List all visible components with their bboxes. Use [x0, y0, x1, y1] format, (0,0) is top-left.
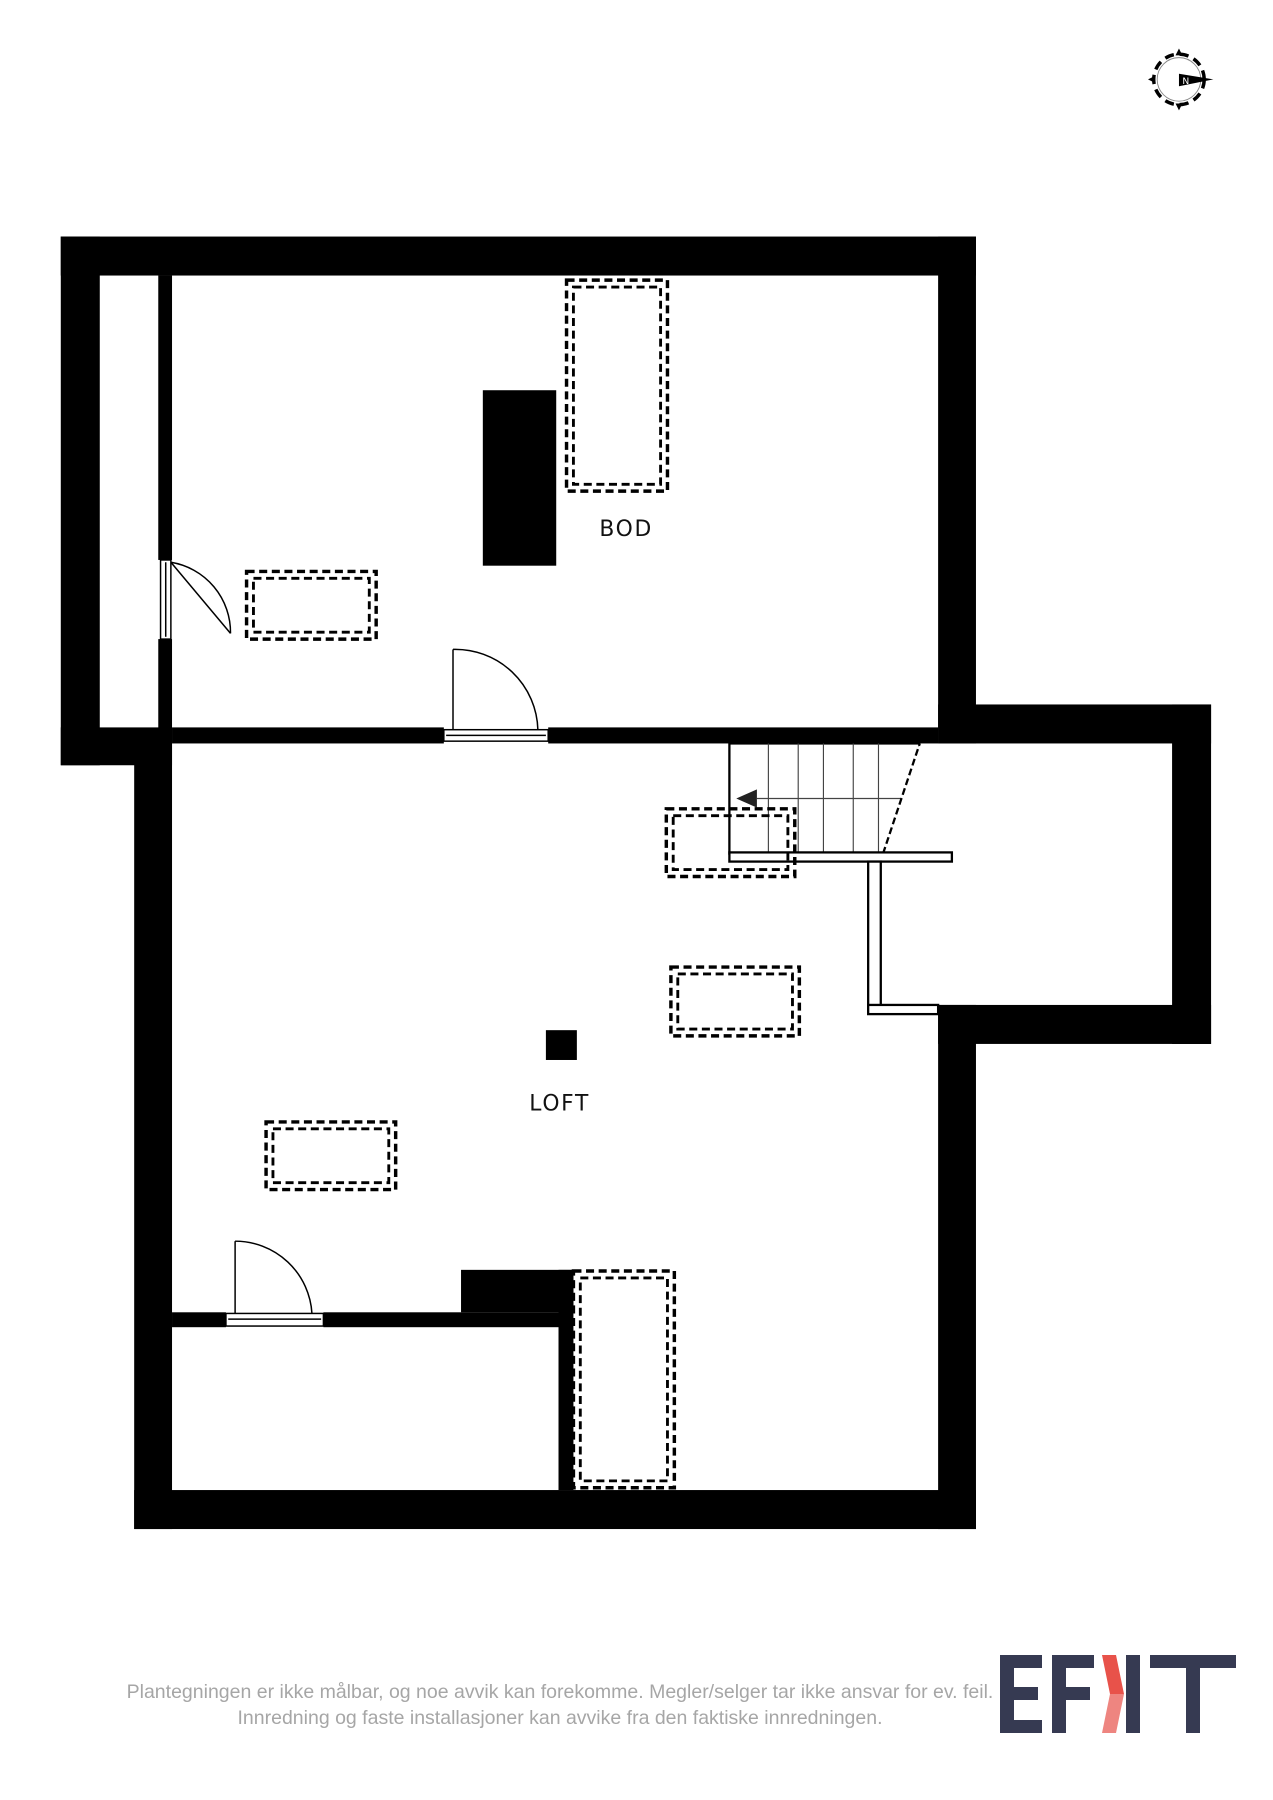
compass-north-label: N — [1182, 76, 1189, 87]
wall-block — [461, 1269, 574, 1313]
furniture-outline — [264, 1120, 398, 1192]
doors — [159, 559, 549, 1327]
wall-small-room-left — [172, 1312, 226, 1328]
door-bod-left[interactable] — [159, 559, 232, 640]
wall-small-room-right — [323, 1312, 562, 1328]
walls — [60, 236, 1212, 1530]
wall-loft-right — [938, 1004, 976, 1530]
furniture-outline — [664, 807, 797, 879]
wall-loft-left — [134, 743, 173, 1530]
dashed-outlines — [244, 278, 802, 1490]
wall-bottom — [134, 1490, 976, 1530]
wall-small-room-vertical — [558, 1269, 574, 1491]
wall-annex-right — [1172, 704, 1212, 1044]
wall-top — [60, 236, 976, 276]
disclaimer-line-1: Plantegningen er ikke målbar, og noe avv… — [126, 1681, 994, 1703]
disclaimer-line-2: Innredning og faste installasjoner kan a… — [237, 1707, 883, 1729]
staircase — [728, 742, 954, 1016]
furniture-outline — [564, 278, 670, 493]
furniture-outline — [244, 569, 378, 641]
wall-bod-loft-right — [548, 727, 939, 744]
wall-annex-bottom — [938, 1004, 1212, 1044]
furniture-outline — [571, 1269, 677, 1490]
wall-annex-top — [938, 704, 1212, 744]
door-bod-loft[interactable] — [443, 648, 549, 742]
room-label-loft: LOFT — [529, 1091, 590, 1116]
wall-inner-vertical-bottom — [158, 639, 173, 731]
furniture-outline — [669, 965, 802, 1038]
room-label-bod: BOD — [599, 517, 653, 542]
wall-left-bod — [60, 236, 100, 766]
chimney-block — [482, 390, 557, 566]
wall-bod-loft-left — [172, 727, 444, 744]
compass-icon: N — [1147, 48, 1214, 111]
stair-direction-arrow-icon — [736, 789, 757, 808]
wall-bod-right — [938, 236, 976, 744]
pillar — [545, 1030, 577, 1060]
effekt-logo — [1000, 1655, 1236, 1733]
door-small-room[interactable] — [225, 1240, 325, 1327]
wall-inner-vertical-top — [158, 275, 173, 560]
